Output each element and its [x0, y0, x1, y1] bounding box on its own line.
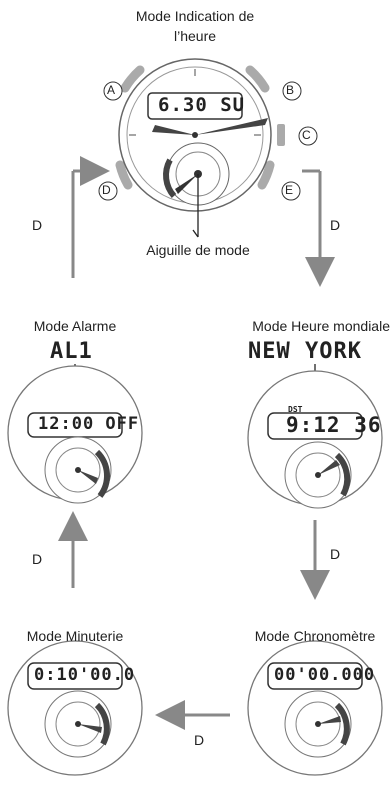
alarm-watch [7, 364, 143, 504]
timer-watch [7, 640, 143, 776]
alarm-header: AL1 [50, 339, 93, 364]
arrow-right-label: D [330, 217, 341, 233]
arrow-middle-left-label: D [32, 551, 43, 567]
world-time-watch [247, 364, 383, 509]
top-watch [115, 58, 285, 238]
button-label-c: C [302, 128, 311, 142]
world-time-header: NEW YORK [248, 339, 362, 364]
arrow-left-up [71, 156, 110, 278]
arrow-left-label: D [32, 217, 43, 233]
timer-display: 0:10'00.0 [34, 665, 136, 685]
world-time-display: 9:12 36 [286, 413, 382, 437]
arrow-bottom-label: D [194, 732, 205, 748]
button-label-e: E [285, 183, 294, 197]
alarm-mode-title: Mode Alarme [33, 318, 117, 334]
stopwatch-watch [247, 640, 383, 776]
top-display: 6.30 SU [158, 94, 246, 116]
top-mode-title-line1: Mode Indication de [135, 8, 255, 24]
top-mode-title-line2: l’heure [173, 28, 217, 44]
world-time-mode-title: Mode Heure mondiale [252, 318, 390, 334]
world-time-dst: DST [288, 405, 303, 414]
button-label-b: B [286, 83, 295, 97]
arrow-middle-right-label: D [330, 546, 341, 562]
stopwatch-mode-title: Mode Chronomètre [254, 628, 376, 644]
button-label-d: D [102, 183, 111, 197]
alarm-display: 12:00 OFF [38, 414, 140, 434]
mode-hand-label: Aiguille de mode [146, 242, 250, 258]
timer-mode-title: Mode Minuterie [26, 628, 124, 644]
button-label-a: A [107, 83, 116, 97]
button-markers [98, 81, 318, 201]
arrow-right-down [302, 169, 335, 287]
stopwatch-display: 00'00.000 [274, 665, 376, 685]
